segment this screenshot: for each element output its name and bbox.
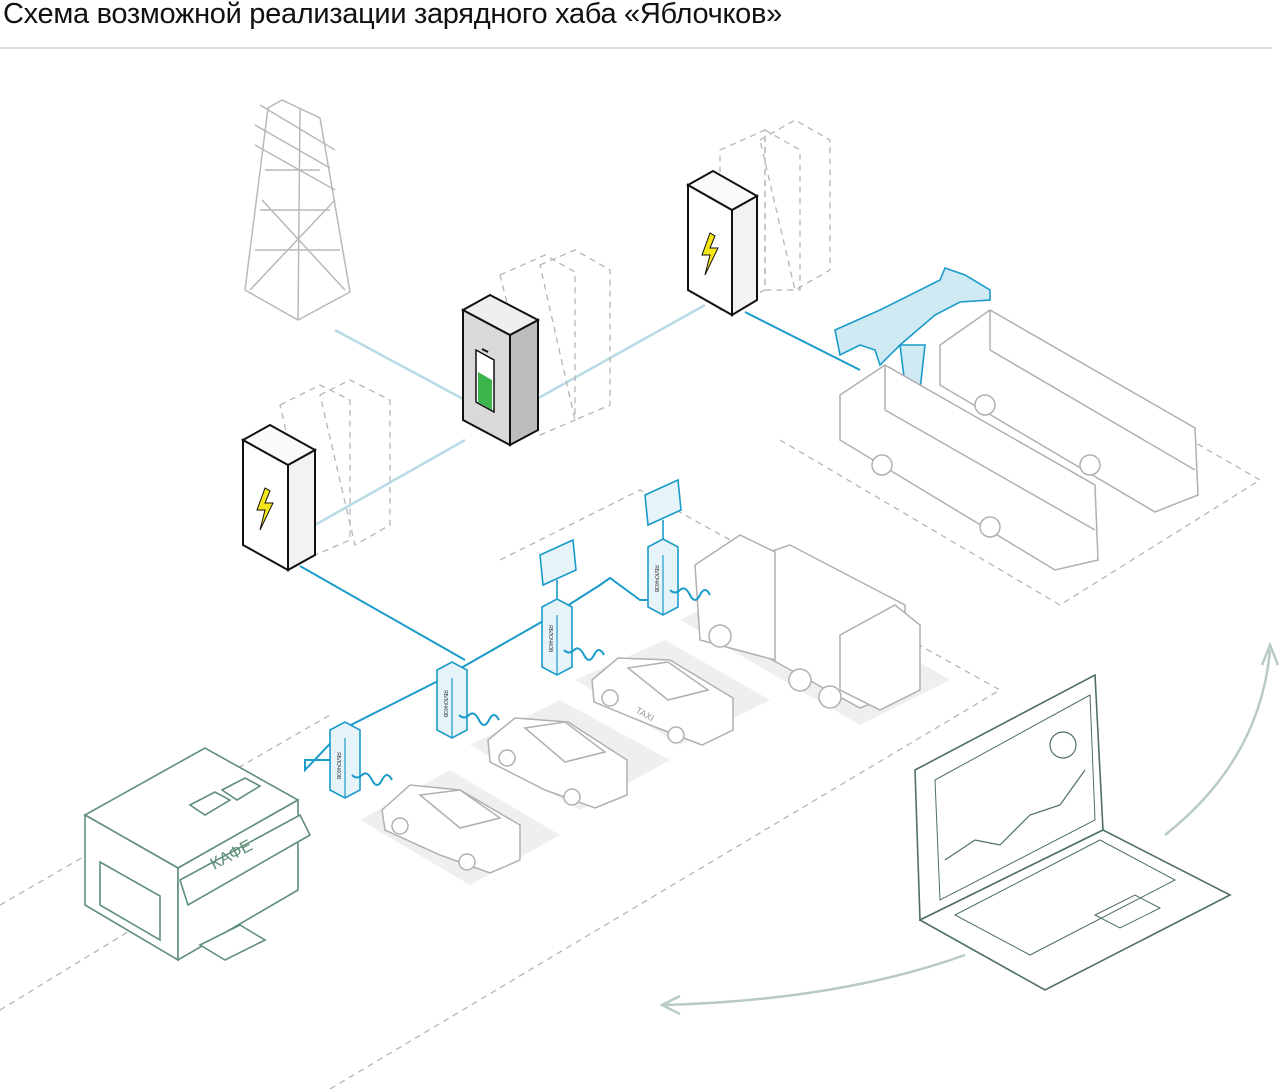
charging-station[interactable]: ЯБЛОЧКОВ	[329, 721, 393, 799]
lightning-icon	[701, 232, 719, 276]
charging-station-truck[interactable]: ЯБЛОЧКОВ	[644, 478, 711, 616]
station-brand-label: ЯБЛОЧКОВ	[653, 565, 659, 593]
taxi-car	[591, 657, 734, 746]
charging-cables	[299, 311, 861, 773]
charger-cabinet-left	[240, 423, 318, 572]
taxi-sign-icon	[539, 538, 577, 587]
title-divider	[0, 47, 1272, 49]
electric-car	[381, 784, 521, 874]
charging-station[interactable]: ЯБЛОЧКОВ	[436, 661, 500, 739]
power-line-tower-icon	[244, 99, 351, 321]
monitoring-laptop	[914, 673, 1232, 991]
cafe-building: КАФЕ	[83, 747, 312, 962]
electric-truck	[694, 534, 921, 711]
battery-storage-cabinet	[460, 293, 541, 447]
truck-sign-icon	[644, 478, 682, 527]
charger-cabinet-top	[685, 169, 760, 317]
lightning-icon	[256, 487, 274, 531]
electric-bus	[939, 309, 1199, 513]
electric-car	[487, 717, 628, 809]
data-flow-arrows	[659, 641, 1280, 1016]
charging-station-taxi[interactable]: ЯБЛОЧКОВ	[539, 538, 605, 676]
expansion-modules-ghost	[279, 119, 831, 556]
station-brand-label: ЯБЛОЧКОВ	[335, 752, 341, 780]
electric-bus	[839, 364, 1099, 571]
page-title: Схема возможной реализации зарядного хаб…	[3, 0, 782, 30]
station-brand-label: ЯБЛОЧКОВ	[442, 690, 448, 718]
battery-icon	[475, 348, 495, 414]
station-brand-label: ЯБЛОЧКОВ	[547, 625, 553, 653]
grid-connections	[314, 303, 706, 527]
